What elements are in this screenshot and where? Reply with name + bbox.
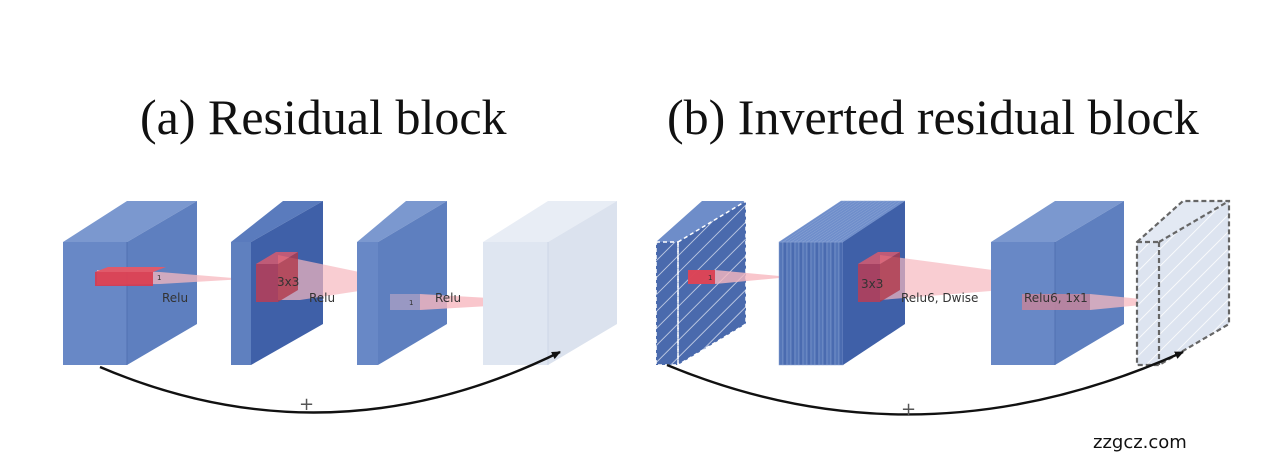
panel-inverted-residual-block: 1 3x3 Relu6, Dwise Relu6, 1x1 [655, 199, 1231, 420]
expansion-slice [838, 241, 844, 366]
expansion-slice [782, 241, 788, 366]
kernel-a1-red [95, 267, 166, 286]
watermark-text: zzgcz.com [1093, 432, 1187, 453]
expansion-slice [794, 241, 800, 366]
block-a4-output [483, 201, 617, 365]
kernel-label-a3: 1 [409, 299, 413, 307]
kernel-label-b1: 1 [708, 274, 712, 282]
expansion-slice [814, 241, 820, 366]
relu-label-a2: Relu [309, 291, 335, 305]
block-a3-bottleneck [357, 201, 447, 365]
kernel-beam-b2 [880, 255, 1090, 300]
block-b4-output-hatched [1135, 199, 1231, 367]
relu6-dwise-label: Relu6, Dwise [901, 291, 978, 305]
expansion-slice [810, 241, 816, 366]
relu6-1x1-label: Relu6, 1x1 [1024, 291, 1088, 305]
skip-connection-arrow-a [99, 350, 561, 414]
expansion-slice [822, 241, 828, 366]
skip-connection-arrow-b [666, 350, 1184, 416]
kernel-b3 [1022, 294, 1090, 310]
kernel-label-a1: 1 [157, 274, 161, 282]
expansion-slice [818, 241, 824, 366]
expansion-slice [802, 241, 808, 366]
expansion-slice [778, 241, 784, 366]
kernel-a2-3x3 [256, 252, 298, 302]
expansion-slice [798, 241, 804, 366]
expansion-slice [826, 241, 832, 366]
expansion-slice [790, 241, 796, 366]
panel-residual-block: 1 Relu 3x3 Relu 1 Relu [63, 201, 617, 415]
kernel-beam-a2 [278, 255, 412, 300]
kernel-label-3x3-a: 3x3 [277, 275, 299, 289]
plus-sign-a: + [299, 394, 314, 415]
kernel-b1-red [688, 270, 715, 284]
kernel-beam-a3 [390, 294, 560, 310]
kernel-label-3x3-b: 3x3 [861, 277, 883, 291]
expansion-slice [830, 241, 836, 366]
relu-label-a3: Relu [435, 291, 461, 305]
title-residual-block: (a) Residual block [140, 89, 507, 145]
plus-sign-b: + [901, 399, 916, 420]
expansion-slice [834, 241, 840, 366]
kernel-a3 [390, 294, 420, 310]
title-inverted-residual-block: (b) Inverted residual block [667, 89, 1199, 145]
block-b3-projection [991, 201, 1124, 365]
expansion-slice [806, 241, 812, 366]
expansion-slice [786, 241, 792, 366]
relu-label-a1: Relu [162, 291, 188, 305]
kernel-b2-3x3 [858, 252, 900, 302]
